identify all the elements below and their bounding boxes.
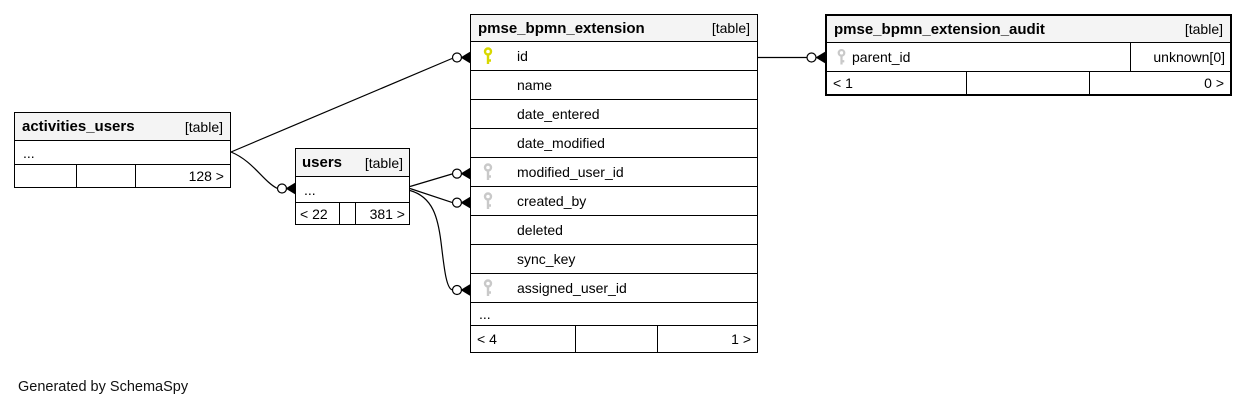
column-row-modified-user-id: modified_user_id [471,158,757,187]
footer-middle-cell [77,165,136,187]
table-header: activities_users [table] [15,113,230,141]
edge-users-to-extension-assigned-user-id [409,189,470,296]
collapsed-columns-row: ... [296,177,409,203]
column-row-created-by: created_by [471,187,757,216]
foreign-key-icon [481,162,495,182]
footer-children-count: 1 > [731,331,751,347]
column-name: assigned_user_id [517,280,627,296]
edge-activities-users-to-users [230,151,295,195]
table-node-pmse-bpmn-extension-audit[interactable]: pmse_bpmn_extension_audit [table] parent… [825,14,1232,96]
column-row-id: id [471,42,757,71]
table-footer: < 1 0 > [827,72,1230,94]
column-name: date_modified [517,135,605,151]
table-node-activities-users[interactable]: activities_users [table] ... 128 > [14,112,231,188]
table-footer: 128 > [15,165,230,187]
table-title: activities_users [22,118,135,135]
collapsed-columns-row: ... [15,141,230,165]
edge-extension-id-to-audit-parent-id [758,51,825,64]
footer-parents-count [15,165,77,187]
column-row-parent-id: parent_id unknown[0] [827,43,1230,72]
column-row-date-modified: date_modified [471,129,757,158]
no-key-spacer [481,250,495,269]
collapsed-columns-row: ... [471,303,757,326]
column-name: parent_id [852,49,911,65]
column-name: deleted [517,222,563,238]
foreign-key-icon [835,48,848,67]
table-type-label: [table] [711,20,750,36]
ellipsis-label: ... [479,306,491,322]
footer-parents-count: < 1 [827,72,967,94]
foreign-key-icon [481,191,495,211]
table-title: pmse_bpmn_extension [478,19,645,37]
table-node-users[interactable]: users [table] ... < 22 381 > [295,148,410,225]
ellipsis-label: ... [23,144,35,161]
no-key-spacer [481,221,495,240]
table-header: users [table] [296,149,409,177]
no-key-spacer [481,105,495,124]
column-name: modified_user_id [517,164,624,180]
footer-children-count: 128 > [188,168,224,184]
no-key-spacer [481,134,495,153]
table-node-pmse-bpmn-extension[interactable]: pmse_bpmn_extension [table] id name date… [470,14,758,353]
column-name: name [517,77,553,93]
column-name: id [517,48,528,64]
footer-middle-cell [967,72,1090,94]
generator-note: Generated by SchemaSpy [18,379,189,395]
column-row-sync-key: sync_key [471,245,757,274]
footer-parents-count: < 22 [296,203,340,224]
column-row-deleted: deleted [471,216,757,245]
footer-parents-count: < 4 [471,326,576,352]
foreign-key-icon [481,278,495,298]
no-key-spacer [481,76,495,95]
edge-activities-users-to-extension-id [230,51,470,153]
column-row-assigned-user-id: assigned_user_id [471,274,757,303]
table-footer: < 22 381 > [296,203,409,224]
footer-middle-cell [340,203,356,224]
table-header: pmse_bpmn_extension [table] [471,15,757,42]
table-title: users [302,154,343,171]
column-row-name: name [471,71,757,100]
column-name-cell: parent_id [827,43,1130,71]
column-type: unknown[0] [1130,43,1230,71]
table-header: pmse_bpmn_extension_audit [table] [827,16,1230,43]
table-title: pmse_bpmn_extension_audit [834,20,1045,38]
footer-children-count: 381 > [369,205,405,222]
footer-middle-cell [576,326,658,352]
column-name: created_by [517,193,587,209]
footer-children-count: 0 > [1204,75,1224,91]
primary-key-icon [481,46,495,66]
column-name: sync_key [517,251,576,267]
column-name: date_entered [517,106,600,122]
ellipsis-label: ... [304,181,316,198]
table-type-label: [table] [1184,21,1223,37]
edge-users-to-extension-modified-user-id [409,167,470,188]
edge-users-to-extension-created-by [409,187,470,209]
table-footer: < 4 1 > [471,326,757,352]
column-row-date-entered: date_entered [471,100,757,129]
table-type-label: [table] [364,154,403,171]
table-type-label: [table] [184,118,223,135]
